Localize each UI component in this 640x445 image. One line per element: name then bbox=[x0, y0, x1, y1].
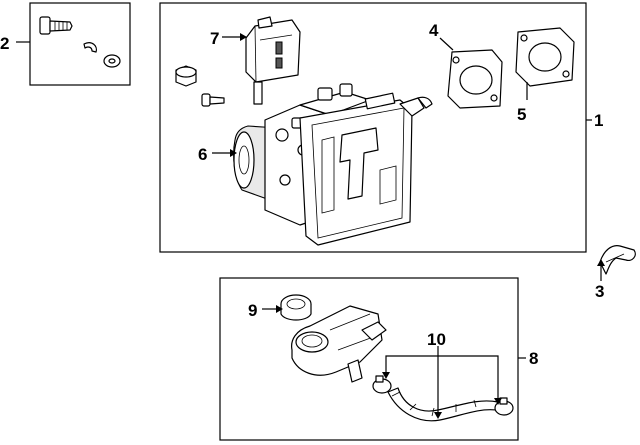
fluid-reservoir-part bbox=[291, 305, 387, 383]
hose-clamp-left bbox=[372, 375, 392, 394]
gasket-4-part bbox=[447, 49, 503, 109]
callout-6: 6 bbox=[198, 145, 207, 164]
reservoir-assembly-box bbox=[219, 277, 519, 441]
bracket-part bbox=[599, 245, 636, 275]
clip-part bbox=[83, 42, 97, 53]
callout-1: 1 bbox=[594, 111, 603, 130]
grommet-part bbox=[175, 65, 197, 87]
callout-2: 2 bbox=[0, 34, 9, 53]
reservoir-cap-part bbox=[280, 294, 312, 321]
reservoir-hose-part bbox=[387, 387, 499, 422]
mounting-bolt-part bbox=[201, 93, 225, 107]
relay-module-part bbox=[245, 16, 301, 105]
washer-part bbox=[103, 54, 121, 68]
abs-modulator-unit bbox=[233, 83, 433, 246]
leader-10-bracket bbox=[385, 355, 499, 398]
leader-4 bbox=[439, 37, 454, 51]
callout-5: 5 bbox=[517, 105, 526, 124]
hose-clamp-right bbox=[494, 397, 514, 416]
hardware-kit-box bbox=[29, 2, 131, 86]
callout-4: 4 bbox=[429, 21, 439, 40]
gasket-5-part bbox=[515, 27, 575, 87]
callout-3: 3 bbox=[595, 282, 604, 301]
callout-10: 10 bbox=[427, 330, 446, 349]
callout-8: 8 bbox=[529, 349, 538, 368]
callout-7: 7 bbox=[210, 29, 219, 48]
bolt-part bbox=[39, 16, 73, 35]
main-assembly-box bbox=[159, 2, 587, 253]
callout-9: 9 bbox=[248, 301, 257, 320]
